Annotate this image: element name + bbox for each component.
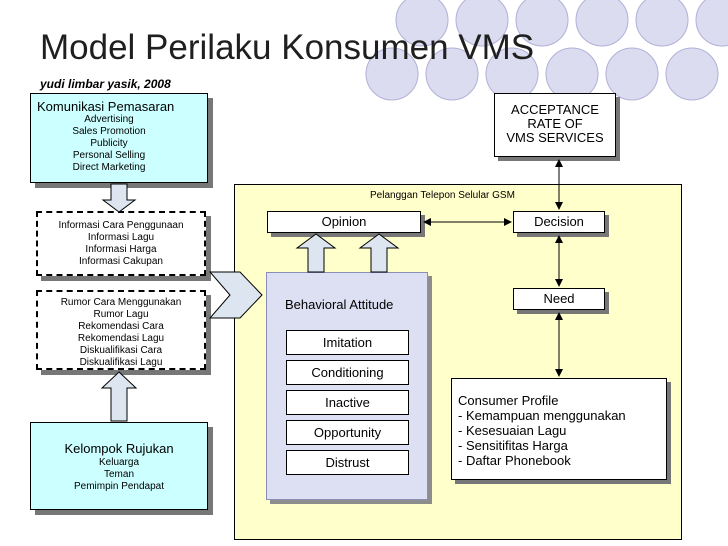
behavioral-heading: Behavioral Attitude xyxy=(285,297,394,312)
consumer-profile-box: Consumer Profile - Kemampuan menggunakan… xyxy=(451,378,667,480)
acceptance-line: ACCEPTANCE xyxy=(511,102,599,117)
consumer-line: - Kesesuaian Lagu xyxy=(458,423,567,438)
kelompok-item: Teman xyxy=(103,469,134,480)
plus-sign: + xyxy=(313,251,319,262)
need-box: Need xyxy=(513,288,605,310)
background-circles xyxy=(365,0,728,101)
behavior-opportunity: Opportunity xyxy=(286,420,409,445)
informasi-line: Informasi Lagu xyxy=(87,232,155,243)
komunikasi-item: Personal Selling xyxy=(72,150,146,161)
informasi-line: Informasi Harga xyxy=(85,244,157,255)
rumor-line: Diskualifikasi Cara xyxy=(79,345,163,356)
komunikasi-item: Publicity xyxy=(90,138,128,149)
consumer-line: Consumer Profile xyxy=(458,393,559,408)
informasi-line: Informasi Cakupan xyxy=(79,256,163,267)
komunikasi-pemasaran-box: Komunikasi Pemasaran Advertising Sales P… xyxy=(30,93,208,183)
consumer-line: - Kemampuan menggunakan xyxy=(458,408,626,423)
pelanggan-panel-label: Pelanggan Telepon Selular GSM xyxy=(370,190,515,201)
rumor-line: Rumor Cara Menggunakan xyxy=(60,297,182,308)
kelompok-rujukan-box: Kelompok Rujukan Keluarga Teman Pemimpin… xyxy=(30,422,208,510)
rumor-line: Rekomendasi Lagu xyxy=(77,333,165,344)
acceptance-box: ACCEPTANCE RATE OF VMS SERVICES xyxy=(494,93,616,157)
rumor-line: Rumor Lagu xyxy=(93,309,149,320)
informasi-box: Informasi Cara Penggunaan Informasi Lagu… xyxy=(36,211,206,276)
kelompok-item: Pemimpin Pendapat xyxy=(73,481,165,492)
rumor-line: Rekomendasi Cara xyxy=(78,321,164,332)
page-subtitle: yudi limbar yasik, 2008 xyxy=(40,77,171,91)
komunikasi-heading: Komunikasi Pemasaran xyxy=(37,99,175,114)
rumor-line: Diskualifikasi Lagu xyxy=(79,357,163,368)
behavior-distrust: Distrust xyxy=(286,450,409,475)
consumer-line: - Sensitifitas Harga xyxy=(458,438,568,453)
komunikasi-item: Direct Marketing xyxy=(72,162,146,173)
comma-sign: ' xyxy=(379,249,381,260)
acceptance-line: RATE OF xyxy=(527,116,583,131)
rumor-box: Rumor Cara Menggunakan Rumor Lagu Rekome… xyxy=(36,290,206,370)
komunikasi-item: Advertising xyxy=(84,114,134,125)
consumer-line: - Daftar Phonebook xyxy=(458,453,571,468)
behavior-imitation: Imitation xyxy=(286,330,409,355)
informasi-line: Informasi Cara Penggunaan xyxy=(58,220,184,231)
acceptance-line: VMS SERVICES xyxy=(506,130,604,145)
page-title: Model Perilaku Konsumen VMS xyxy=(40,28,535,67)
decision-box: Decision xyxy=(513,211,605,233)
block-arrow-up xyxy=(100,371,138,422)
behavior-inactive: Inactive xyxy=(286,390,409,415)
opinion-box: Opinion xyxy=(267,211,421,233)
kelompok-item: Keluarga xyxy=(98,457,140,468)
block-arrow-down xyxy=(101,183,137,213)
komunikasi-item: Sales Promotion xyxy=(72,126,146,137)
behavior-conditioning: Conditioning xyxy=(286,360,409,385)
kelompok-heading: Kelompok Rujukan xyxy=(64,441,174,456)
